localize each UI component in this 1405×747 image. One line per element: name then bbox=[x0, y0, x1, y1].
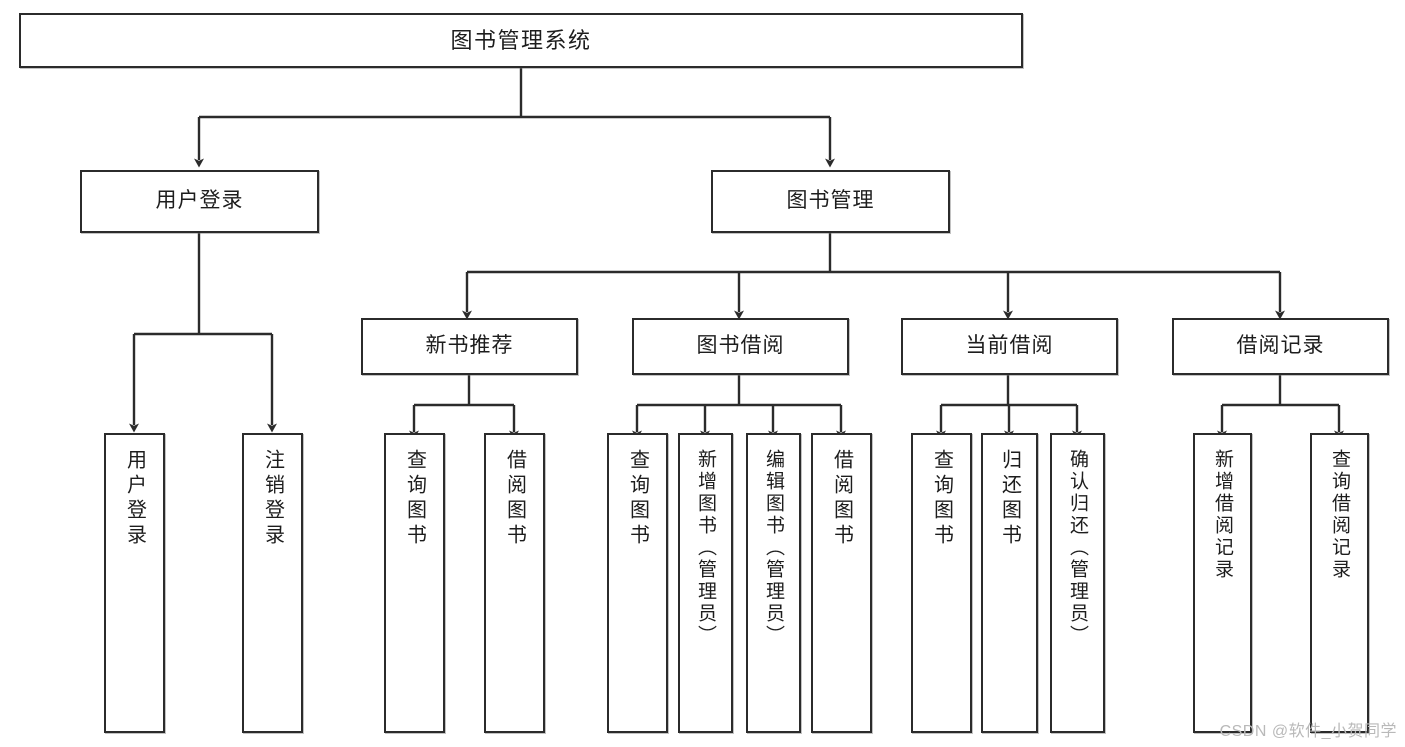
leaf-current-borrow-query-book[interactable]: 查询图书 bbox=[911, 433, 972, 733]
node-label: 归还图书 bbox=[998, 449, 1021, 549]
node-label: 查询图书 bbox=[626, 449, 649, 549]
node-user-login[interactable]: 用户登录 bbox=[80, 170, 319, 233]
node-label: 用户登录 bbox=[155, 189, 244, 213]
leaf-new-book-borrow-book[interactable]: 借阅图书 bbox=[484, 433, 545, 733]
node-borrow-record[interactable]: 借阅记录 bbox=[1172, 318, 1389, 375]
leaf-book-borrow-query-book[interactable]: 查询图书 bbox=[607, 433, 668, 733]
leaf-new-book-query-book[interactable]: 查询图书 bbox=[384, 433, 445, 733]
node-label: 新书推荐 bbox=[425, 334, 514, 358]
node-label: 当前借阅 bbox=[965, 334, 1054, 358]
node-label: 查询图书 bbox=[930, 449, 953, 549]
leaf-borrow-record-add-record[interactable]: 新增借阅记录 bbox=[1193, 433, 1252, 733]
node-label: 确认归还（管理员） bbox=[1067, 449, 1088, 647]
leaf-user-login-logout[interactable]: 注销登录 bbox=[242, 433, 303, 733]
node-book-management[interactable]: 图书管理 bbox=[711, 170, 950, 233]
node-label: 新增图书（管理员） bbox=[695, 449, 716, 647]
node-label: 图书借阅 bbox=[696, 334, 785, 358]
node-label: 查询借阅记录 bbox=[1329, 449, 1350, 581]
node-label: 图书管理 bbox=[786, 189, 875, 213]
node-label: 新增借阅记录 bbox=[1212, 449, 1233, 581]
leaf-current-borrow-confirm-return-admin[interactable]: 确认归还（管理员） bbox=[1050, 433, 1105, 733]
leaf-current-borrow-return-book[interactable]: 归还图书 bbox=[981, 433, 1038, 733]
node-label: 用户登录 bbox=[123, 449, 146, 549]
leaf-borrow-record-query-record[interactable]: 查询借阅记录 bbox=[1310, 433, 1369, 733]
node-label: 注销登录 bbox=[261, 449, 284, 549]
watermark-text: CSDN @软件_小贺同学 bbox=[1219, 723, 1397, 740]
node-book-borrow[interactable]: 图书借阅 bbox=[632, 318, 849, 375]
node-current-borrow[interactable]: 当前借阅 bbox=[901, 318, 1118, 375]
leaf-user-login-login[interactable]: 用户登录 bbox=[104, 433, 165, 733]
node-new-book-recommend[interactable]: 新书推荐 bbox=[361, 318, 578, 375]
node-label: 借阅记录 bbox=[1236, 334, 1325, 358]
leaf-book-borrow-borrow-book[interactable]: 借阅图书 bbox=[811, 433, 872, 733]
node-label: 借阅图书 bbox=[830, 449, 853, 549]
node-label: 借阅图书 bbox=[503, 449, 526, 549]
node-label: 图书管理系统 bbox=[450, 27, 592, 53]
node-label: 编辑图书（管理员） bbox=[763, 449, 784, 647]
leaf-book-borrow-add-book-admin[interactable]: 新增图书（管理员） bbox=[678, 433, 733, 733]
node-root-book-management-system[interactable]: 图书管理系统 bbox=[19, 13, 1023, 68]
node-label: 查询图书 bbox=[403, 449, 426, 549]
leaf-book-borrow-edit-book-admin[interactable]: 编辑图书（管理员） bbox=[746, 433, 801, 733]
